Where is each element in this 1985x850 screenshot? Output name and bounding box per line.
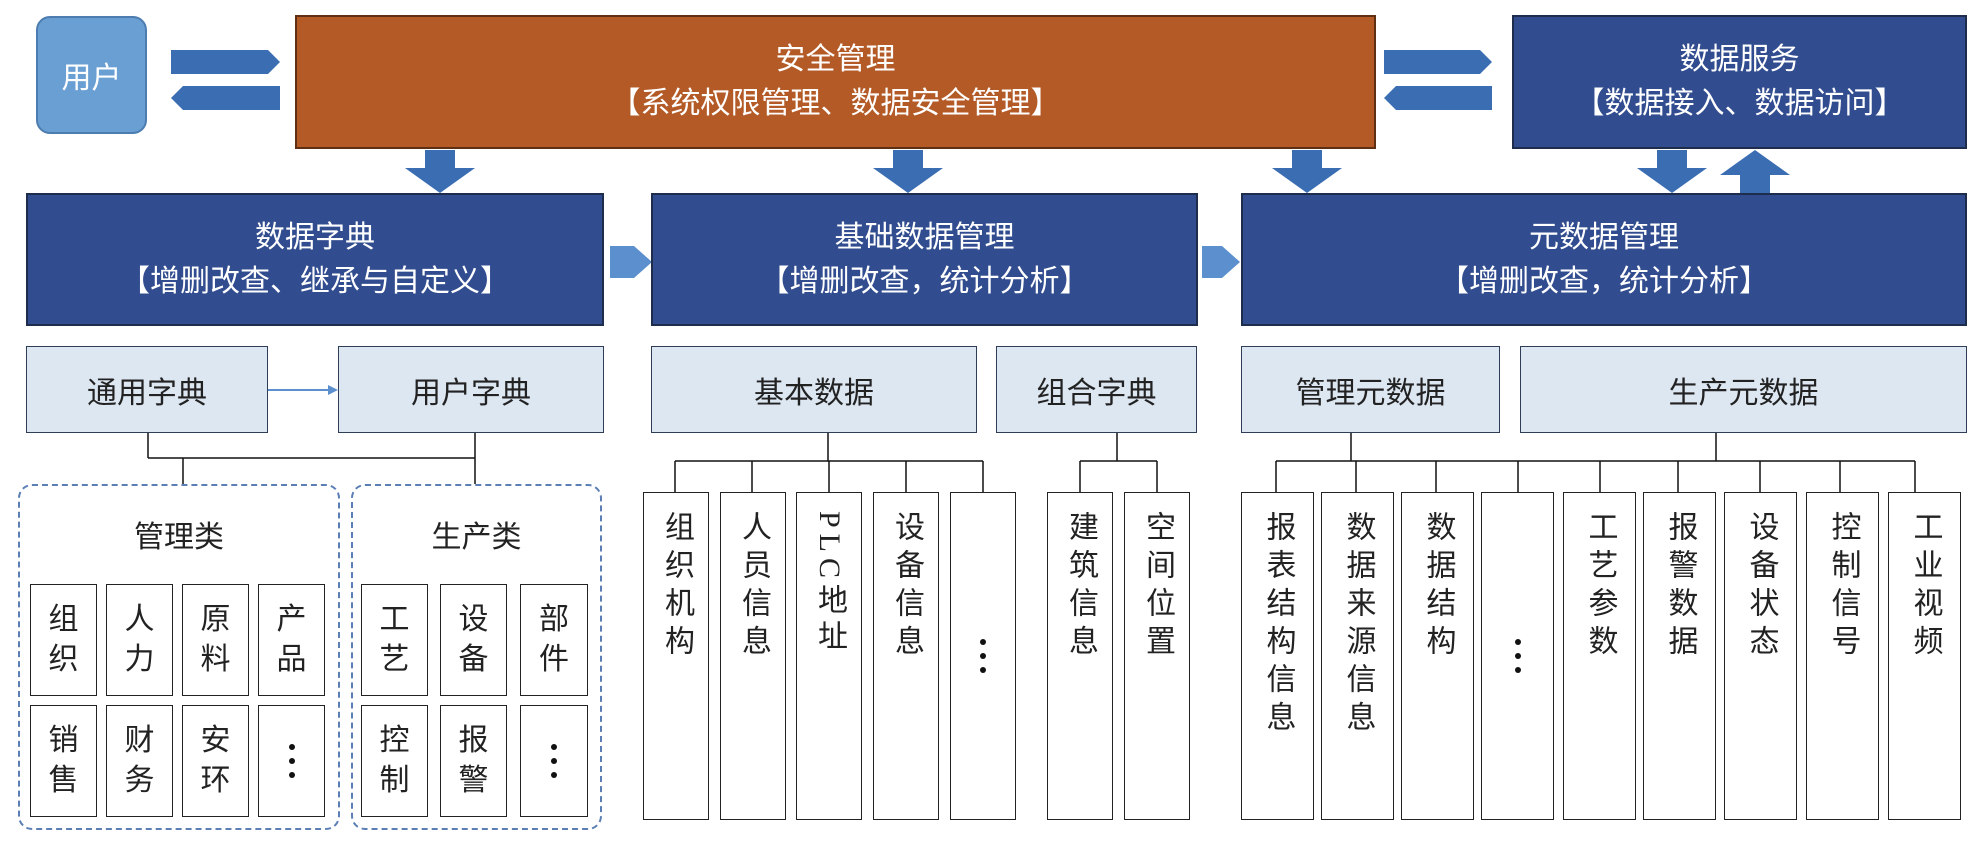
data-service-title: 数据服务 xyxy=(1679,42,1800,77)
combination-dictionary-label: 组合字典 xyxy=(1036,375,1157,411)
user-box: 用户 xyxy=(36,16,147,134)
common-dictionary-label: 通用字典 xyxy=(87,375,207,411)
arrow-left-icon xyxy=(171,86,280,110)
combination-item: 空间位置 xyxy=(1124,492,1190,820)
ellipsis-item xyxy=(520,705,588,817)
vertical-ellipsis-icon xyxy=(551,706,557,816)
arrow-right-icon xyxy=(171,50,280,74)
data-dictionary-title: 数据字典 xyxy=(255,219,375,255)
production-metadata-box: 生产元数据 xyxy=(1520,346,1967,433)
metadata-item: 数据结构 xyxy=(1401,492,1474,820)
ellipsis-item xyxy=(1481,492,1554,820)
user-label: 用户 xyxy=(61,61,122,96)
arrow-right-icon xyxy=(1384,50,1492,74)
management-item: 财务 xyxy=(106,705,173,817)
metadata-management-subtitle: 【增删改查，统计分析】 xyxy=(1439,263,1769,299)
production-item: 工艺 xyxy=(361,584,428,696)
ellipsis-item xyxy=(258,705,325,817)
common-dictionary-box: 通用字典 xyxy=(26,346,268,433)
management-item: 组织 xyxy=(30,584,97,696)
metadata-item: 数据来源信息 xyxy=(1321,492,1394,820)
basic-data-item: 设备信息 xyxy=(873,492,939,820)
basic-data-management-box: 基础数据管理 【增删改查，统计分析】 xyxy=(651,193,1198,326)
ellipsis-item xyxy=(950,492,1016,820)
arrow-down-icon xyxy=(873,150,943,193)
data-service-box: 数据服务 【数据接入、数据访问】 xyxy=(1512,15,1967,149)
chevron-right-icon xyxy=(1202,246,1240,278)
security-subtitle: 【系统权限管理、数据安全管理】 xyxy=(610,86,1061,121)
arrow-up-icon xyxy=(1720,150,1790,193)
basic-data-item: PLC地址 xyxy=(796,492,862,820)
management-group-label: 管理类 xyxy=(134,520,224,555)
combination-item: 建筑信息 xyxy=(1047,492,1113,820)
user-dictionary-label: 用户字典 xyxy=(411,375,531,411)
management-item: 产品 xyxy=(258,584,325,696)
management-metadata-label: 管理元数据 xyxy=(1295,375,1446,411)
data-service-subtitle: 【数据接入、数据访问】 xyxy=(1574,86,1905,121)
arrow-down-icon xyxy=(1272,150,1342,193)
arrow-left-icon xyxy=(1384,86,1492,110)
production-item: 报警 xyxy=(440,705,507,817)
arrow-down-icon xyxy=(405,150,475,193)
metadata-item: 报表结构信息 xyxy=(1241,492,1314,820)
user-dictionary-box: 用户字典 xyxy=(338,346,604,433)
production-metadata-label: 生产元数据 xyxy=(1668,375,1819,411)
management-item: 原料 xyxy=(182,584,249,696)
metadata-management-box: 元数据管理 【增删改查，统计分析】 xyxy=(1241,193,1967,326)
vertical-ellipsis-icon xyxy=(288,706,295,816)
basic-data-management-title: 基础数据管理 xyxy=(834,219,1015,255)
combination-dictionary-box: 组合字典 xyxy=(996,346,1197,433)
basic-data-management-subtitle: 【增删改查，统计分析】 xyxy=(759,263,1090,299)
production-group xyxy=(351,484,602,830)
basic-data-item: 组织机构 xyxy=(643,492,709,820)
basic-data-box: 基本数据 xyxy=(651,346,977,433)
basic-data-label: 基本数据 xyxy=(754,375,874,411)
vertical-ellipsis-icon xyxy=(980,493,986,819)
data-dictionary-box: 数据字典 【增删改查、继承与自定义】 xyxy=(26,193,604,326)
management-item: 人力 xyxy=(106,584,173,696)
security-title: 安全管理 xyxy=(775,42,896,77)
metadata-item: 工业视频 xyxy=(1888,492,1961,820)
security-management-box: 安全管理 【系统权限管理、数据安全管理】 xyxy=(295,15,1376,149)
chevron-right-icon xyxy=(610,246,652,278)
management-item: 安环 xyxy=(182,705,249,817)
arrow-down-icon xyxy=(1637,150,1707,193)
production-group-label: 生产类 xyxy=(431,520,522,555)
management-item: 销售 xyxy=(30,705,97,817)
metadata-item: 设备状态 xyxy=(1724,492,1797,820)
metadata-item: 报警数据 xyxy=(1643,492,1716,820)
management-group xyxy=(18,484,340,830)
arrow-right-icon xyxy=(328,385,338,395)
metadata-management-title: 元数据管理 xyxy=(1529,219,1679,255)
production-item: 部件 xyxy=(520,584,588,696)
data-dictionary-subtitle: 【增删改查、继承与自定义】 xyxy=(120,263,510,299)
vertical-ellipsis-icon xyxy=(1514,493,1521,819)
metadata-item: 工艺参数 xyxy=(1563,492,1636,820)
production-item: 控制 xyxy=(361,705,428,817)
production-item: 设备 xyxy=(440,584,507,696)
management-metadata-box: 管理元数据 xyxy=(1241,346,1500,433)
basic-data-item: 人员信息 xyxy=(720,492,786,820)
metadata-item: 控制信号 xyxy=(1806,492,1879,820)
